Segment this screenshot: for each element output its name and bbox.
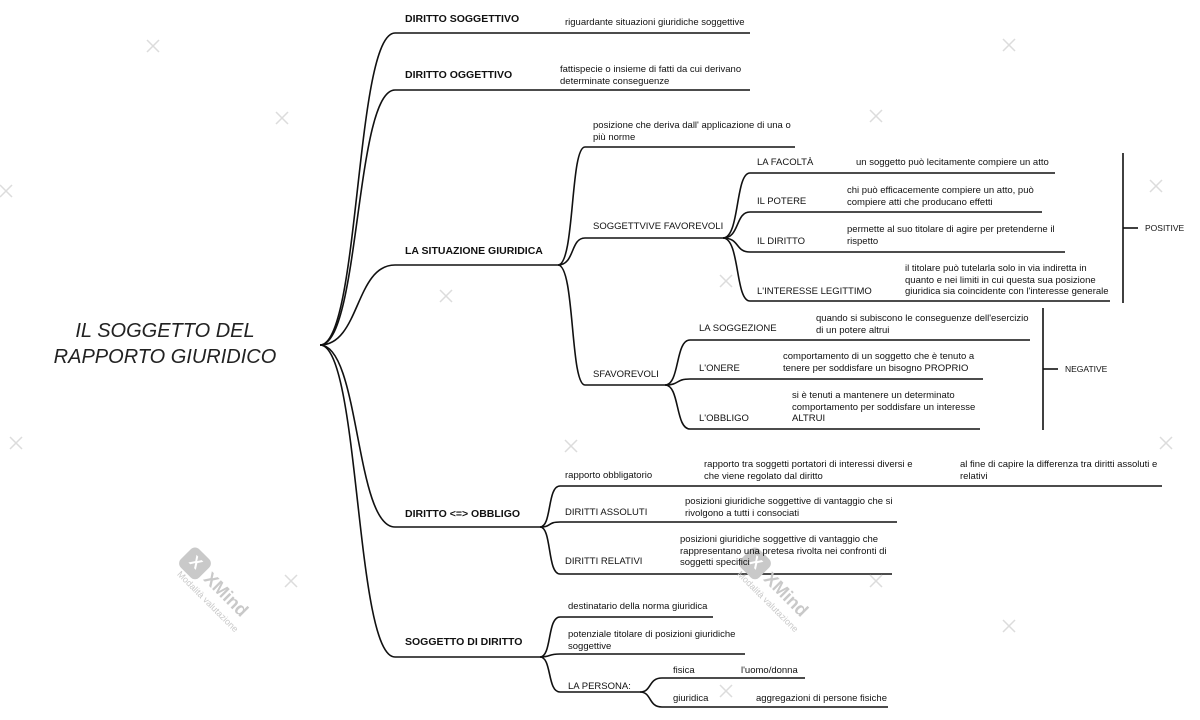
- topic-diritto-obbligo[interactable]: DIRITTO <=> OBBLIGO: [405, 508, 521, 520]
- persona-fisica-desc[interactable]: l'uomo/donna: [741, 665, 798, 676]
- sfavorevoli-item-desc[interactable]: comportamento di un soggetto che è tenut…: [783, 351, 975, 374]
- topic-diritto-soggettivo[interactable]: DIRITTO SOGGETTIVO: [405, 13, 520, 25]
- rapporto-desc[interactable]: rapporto tra soggetti portatori di inter…: [704, 459, 913, 482]
- watermark-marks: [0, 38, 1173, 698]
- favorevoli-item-label[interactable]: IL DIRITTO: [757, 236, 806, 247]
- diritti-relativi-desc[interactable]: posizioni giuridiche soggettive di vanta…: [680, 534, 887, 568]
- bracket-label-negative: NEGATIVE: [1065, 364, 1108, 374]
- sfavorevoli-item-desc[interactable]: si è tenuti a mantenere un determinato c…: [792, 390, 976, 424]
- sfavorevoli-item-label[interactable]: LA SOGGEZIONE: [699, 323, 777, 334]
- rapporto-obbligatorio[interactable]: rapporto obbligatorio: [565, 470, 653, 481]
- sfavorevoli-item-desc[interactable]: quando si subiscono le conseguenze dell'…: [816, 313, 1029, 336]
- persona-giuridica[interactable]: giuridica: [673, 693, 709, 704]
- favorevoli-item-label[interactable]: LA FACOLTÀ: [757, 157, 814, 168]
- sfavorevoli-item-label[interactable]: L'OBBLIGO: [699, 413, 749, 424]
- favorevoli-item-label[interactable]: L'INTERESSE LEGITTIMO: [757, 286, 872, 297]
- potenziale-titolare[interactable]: potenziale titolare di posizioni giuridi…: [568, 629, 736, 652]
- diritto-soggettivo-desc[interactable]: riguardante situazioni giuridiche sogget…: [565, 17, 745, 28]
- root-topic[interactable]: IL SOGGETTO DEL RAPPORTO GIURIDICO: [53, 320, 277, 368]
- persona-giuridica-desc[interactable]: aggregazioni di persone fisiche: [756, 693, 887, 704]
- diritti-assoluti[interactable]: DIRITTI ASSOLUTI: [565, 507, 648, 518]
- topic-situazione-giuridica[interactable]: LA SITUAZIONE GIURIDICA: [405, 245, 543, 257]
- bracket-label-positive: POSITIVE: [1145, 223, 1185, 233]
- favorevoli-item-label[interactable]: IL POTERE: [757, 196, 807, 207]
- destinatario-norma[interactable]: destinatario della norma giuridica: [568, 601, 708, 612]
- topic-sfavorevoli[interactable]: SFAVOREVOLI: [593, 369, 659, 380]
- la-persona[interactable]: LA PERSONA:: [568, 681, 631, 692]
- rapporto-note[interactable]: al fine di capire la differenza tra diri…: [960, 459, 1158, 482]
- situazione-desc[interactable]: posizione che deriva dall' applicazione …: [593, 120, 791, 143]
- favorevoli-item-desc[interactable]: chi può efficacemente compiere un atto, …: [847, 185, 1034, 208]
- topic-soggetto-di-diritto[interactable]: SOGGETTO DI DIRITTO: [405, 636, 523, 648]
- diritto-oggettivo-desc[interactable]: fattispecie o insieme di fatti da cui de…: [560, 64, 742, 87]
- favorevoli-item-desc[interactable]: il titolare può tutelarla solo in via in…: [905, 263, 1109, 297]
- favorevoli-item-desc[interactable]: un soggetto può lecitamente compiere un …: [856, 157, 1049, 168]
- persona-fisica[interactable]: fisica: [673, 665, 695, 676]
- diritti-assoluti-desc[interactable]: posizioni giuridiche soggettive di vanta…: [685, 496, 893, 519]
- favorevoli-item-desc[interactable]: permette al suo titolare di agire per pr…: [847, 224, 1055, 247]
- diritti-relativi[interactable]: DIRITTI RELATIVI: [565, 556, 643, 567]
- topic-favorevoli[interactable]: SOGGETTVIVE FAVOREVOLI: [593, 221, 724, 232]
- topic-diritto-oggettivo[interactable]: DIRITTO OGGETTIVO: [405, 69, 513, 81]
- sfavorevoli-item-label[interactable]: L'ONERE: [699, 363, 740, 374]
